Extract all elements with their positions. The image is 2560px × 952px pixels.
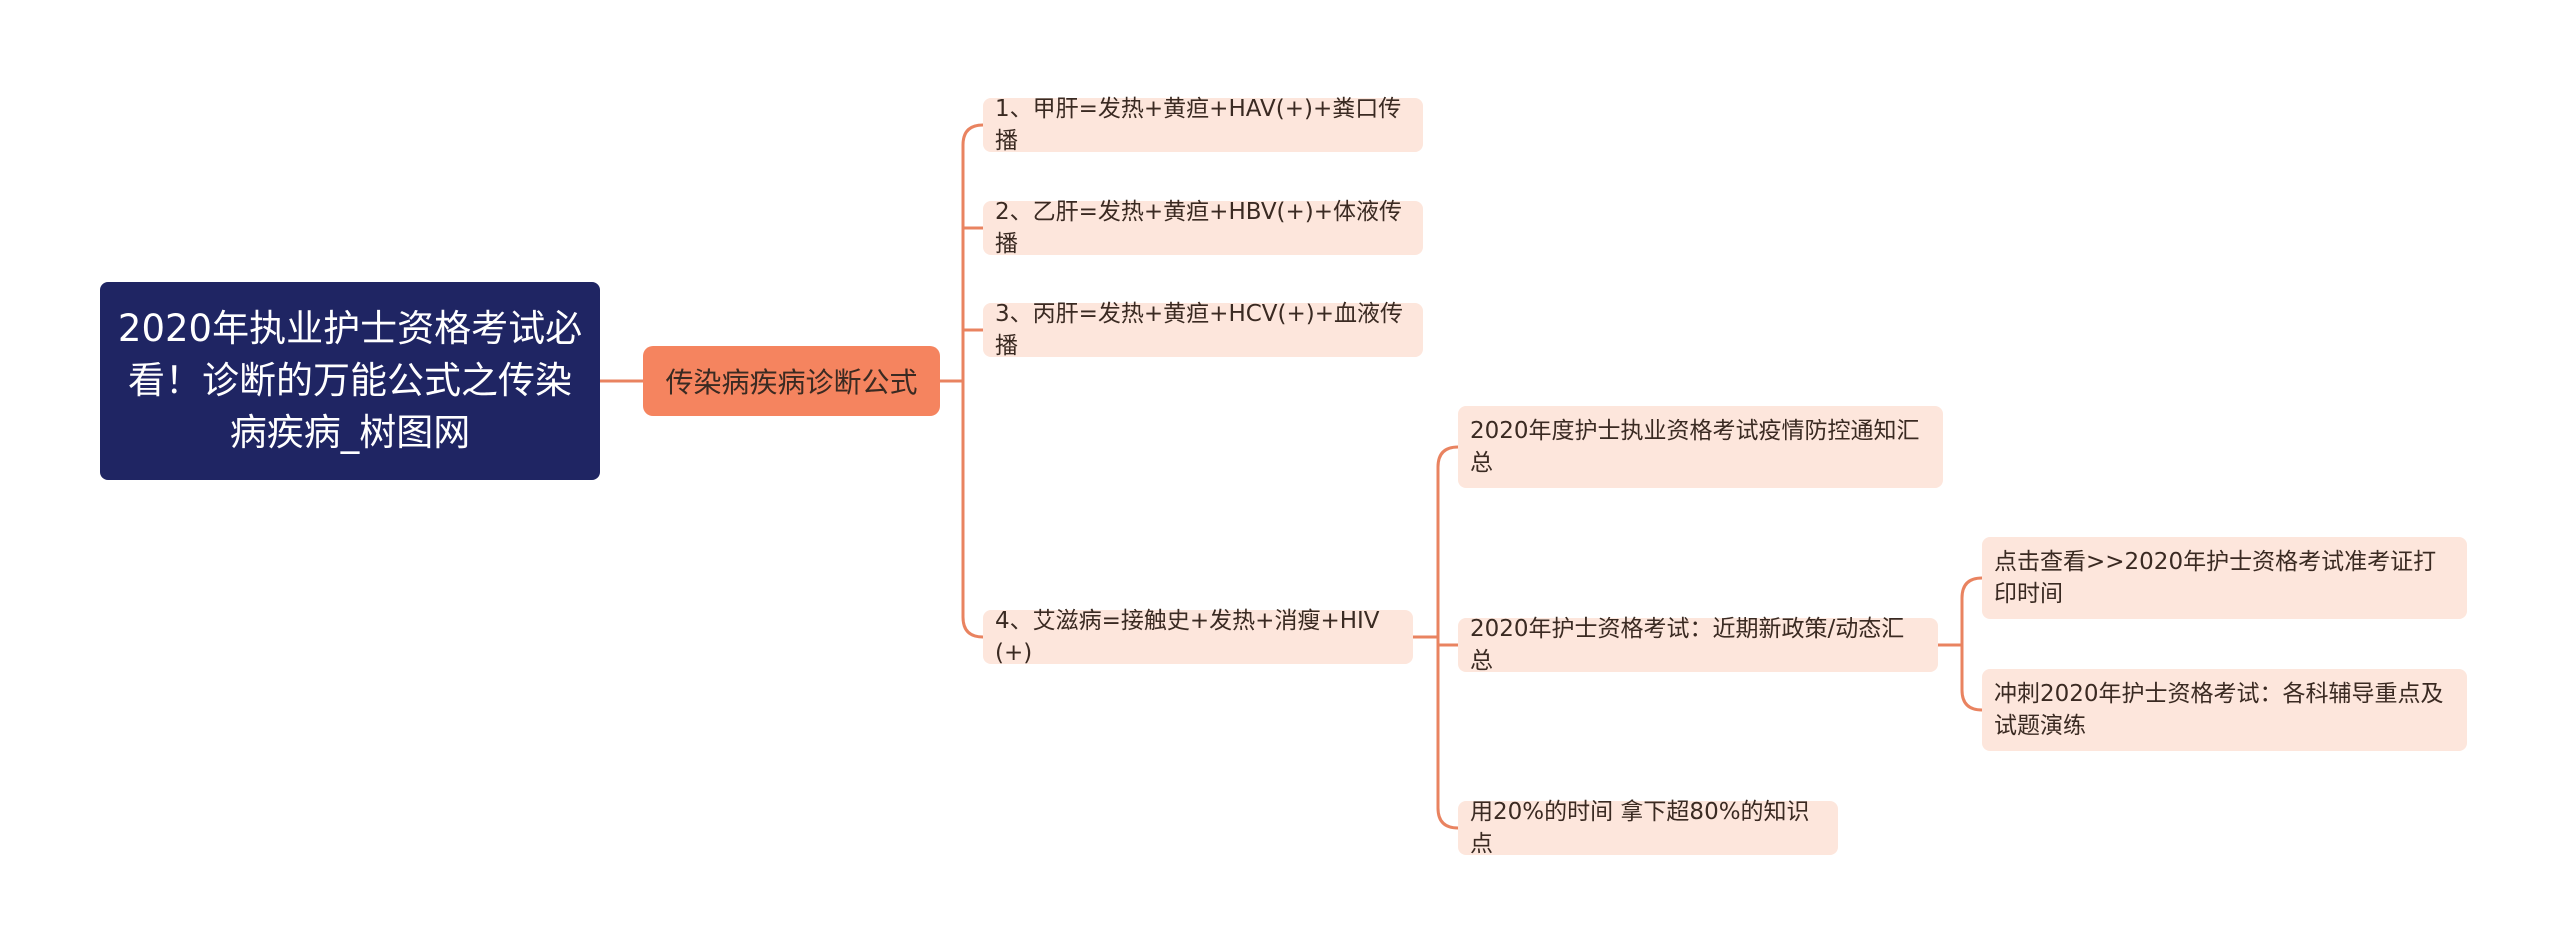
formula-node-1[interactable]: 1、甲肝=发热+黄疸+HAV(+)+粪口传播 [983, 96, 1423, 154]
sub-related-node-text: 冲刺2020年护士资格考试：各科辅导重点及试题演练 [1994, 681, 2444, 739]
formula-node-text: 1、甲肝=发热+黄疸+HAV(+)+粪口传播 [995, 96, 1402, 154]
related-node-2[interactable]: 2020年护士资格考试：近期新政策/动态汇总 [1458, 616, 1938, 674]
related-node-3[interactable]: 用20%的时间 拿下超80%的知识点 [1458, 799, 1838, 857]
formula-node-text: 3、丙肝=发热+黄疸+HCV(+)+血液传播 [995, 301, 1404, 359]
edge-trunk-formulas [961, 123, 985, 639]
formula-node-2[interactable]: 2、乙肝=发热+黄疸+HBV(+)+体液传播 [983, 199, 1423, 257]
sub-related-node-text: 点击查看>>2020年护士资格考试准考证打印时间 [1994, 549, 2437, 607]
related-node-text: 2020年度护士执业资格考试疫情防控通知汇总 [1470, 418, 1920, 476]
branch-node[interactable]: 传染病疾病诊断公式 [643, 346, 940, 416]
related-node-text: 2020年护士资格考试：近期新政策/动态汇总 [1470, 616, 1905, 674]
formula-node-3[interactable]: 3、丙肝=发热+黄疸+HCV(+)+血液传播 [983, 301, 1423, 359]
root-node[interactable]: 2020年执业护士资格考试必看！诊断的万能公式之传染病疾病_树图网 [100, 282, 600, 480]
related-node-text: 用20%的时间 拿下超80%的知识点 [1470, 799, 1810, 857]
edge-trunk-sub [1960, 576, 1984, 712]
edge-trunk-related [1436, 445, 1460, 830]
sub-related-node-2[interactable]: 冲刺2020年护士资格考试：各科辅导重点及试题演练 [1982, 669, 2467, 751]
formula-node-text: 4、艾滋病=接触史+发热+消瘦+HIV(+) [995, 608, 1380, 666]
root-node-text: 2020年执业护士资格考试必看！诊断的万能公式之传染病疾病_树图网 [117, 307, 583, 454]
formula-node-4[interactable]: 4、艾滋病=接触史+发热+消瘦+HIV(+) [983, 608, 1413, 666]
formula-node-text: 2、乙肝=发热+黄疸+HBV(+)+体液传播 [995, 199, 1403, 257]
sub-related-node-1[interactable]: 点击查看>>2020年护士资格考试准考证打印时间 [1982, 537, 2467, 619]
related-node-1[interactable]: 2020年度护士执业资格考试疫情防控通知汇总 [1458, 406, 1943, 488]
branch-node-text: 传染病疾病诊断公式 [665, 366, 918, 399]
